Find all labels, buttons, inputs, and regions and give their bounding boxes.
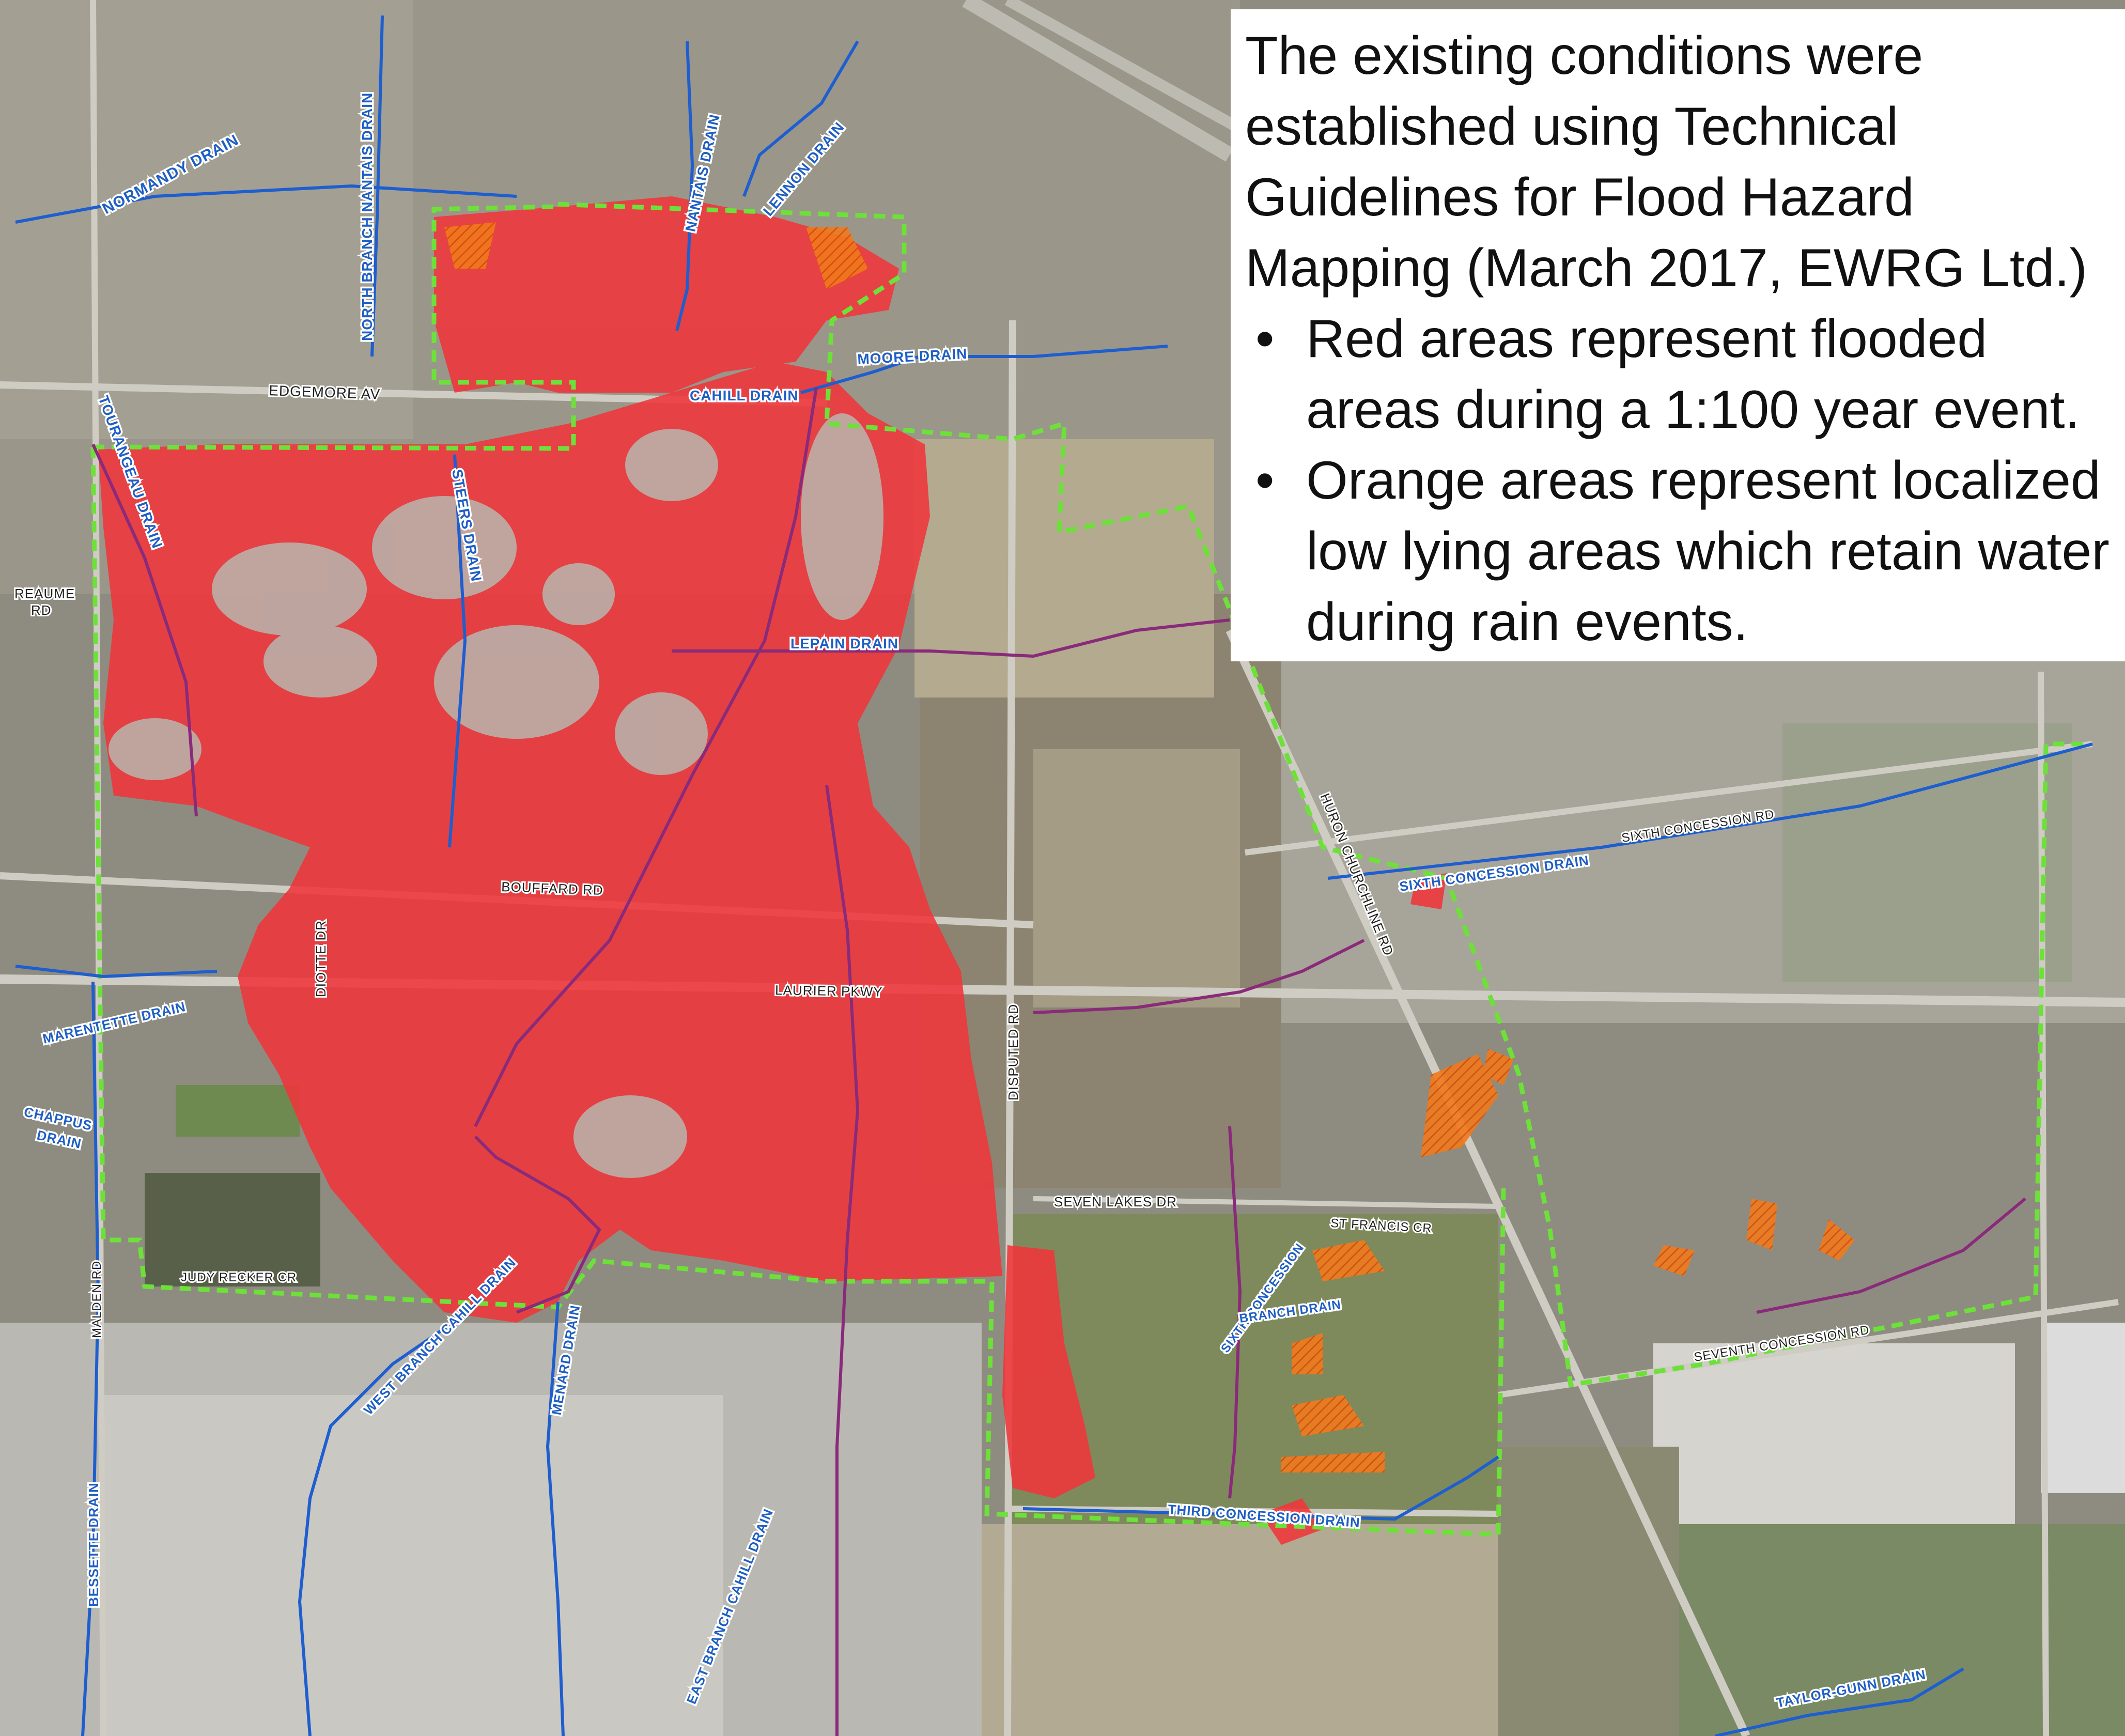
road-label-seven-lakes: SEVEN LAKES DR bbox=[1054, 1194, 1177, 1210]
legend-bullet-orange: • Orange areas represent localized low l… bbox=[1245, 445, 2112, 658]
drain-label-north-branch-nantais: NORTH BRANCH NANTAIS DRAIN bbox=[359, 92, 375, 341]
bullet-icon: • bbox=[1255, 309, 1275, 369]
legend-bullet-text: Orange areas represent localized low lyi… bbox=[1306, 451, 2110, 652]
road-label-reaume-1: REAUME bbox=[14, 586, 75, 601]
road-label-diotte: DIOTTE DR bbox=[313, 920, 329, 997]
drain-label-cahill: CAHILL DRAIN bbox=[690, 388, 799, 404]
drain-label-lepain: LEPAIN DRAIN bbox=[790, 636, 898, 652]
legend-intro: The existing conditions were established… bbox=[1245, 26, 2087, 298]
road-label-reaume-2: RD bbox=[31, 602, 52, 618]
non-flooded-islands bbox=[108, 413, 883, 1178]
drain-label-bessette: BESSETTE DRAIN bbox=[86, 1482, 101, 1607]
road-label-laurier: LAURIER PKWY bbox=[775, 982, 883, 1000]
legend-bullet-list: • Red areas represent flooded areas duri… bbox=[1245, 304, 2125, 658]
low-lying-areas bbox=[444, 222, 1855, 1473]
map-legend-note: The existing conditions were established… bbox=[1231, 9, 2125, 661]
study-area-boundary bbox=[90, 202, 2087, 1537]
road-label-judy-recker: JUDY RECKER CR bbox=[181, 1270, 297, 1284]
legend-bullet-red: • Red areas represent flooded areas duri… bbox=[1245, 304, 2112, 445]
road-label-disputed: DISPUTED RD bbox=[1005, 1004, 1021, 1100]
legend-bullet-text: Red areas represent flooded areas during… bbox=[1306, 309, 2080, 440]
bullet-icon: • bbox=[1255, 451, 1275, 510]
road-label-malden: MALDEN RD bbox=[90, 1261, 104, 1338]
drain-network bbox=[15, 15, 2093, 1736]
road-label-edgemore: EDGEMORE AV bbox=[269, 382, 381, 402]
